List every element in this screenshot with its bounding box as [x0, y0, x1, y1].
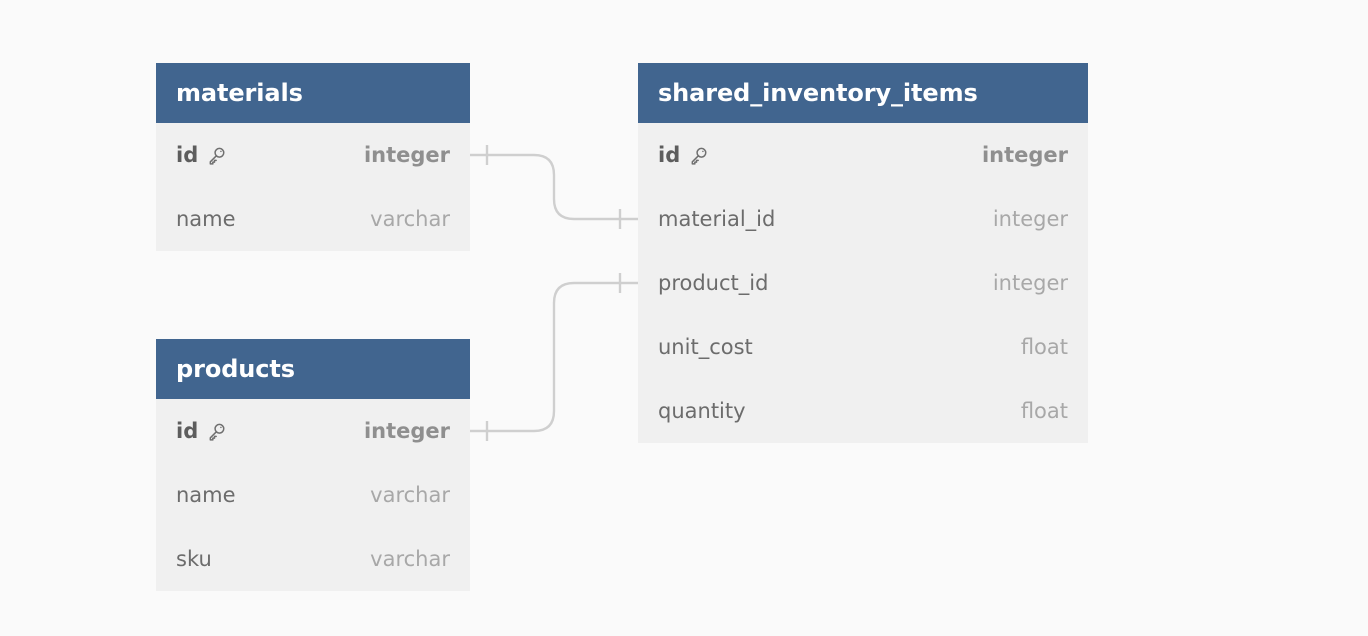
field-type: integer — [363, 419, 450, 443]
entity-products[interactable]: products id integer — [156, 339, 470, 591]
field-row[interactable]: name varchar — [156, 463, 470, 527]
field-type: float — [1020, 335, 1068, 359]
field-type: float — [1020, 399, 1068, 423]
field-row[interactable]: unit_cost float — [638, 315, 1088, 379]
entity-fields-products: id integer name — [156, 399, 470, 591]
field-row[interactable]: product_id integer — [638, 251, 1088, 315]
field-type: integer — [992, 207, 1068, 231]
entity-fields-materials: id integer name — [156, 123, 470, 251]
field-type: integer — [363, 143, 450, 167]
field-name: product_id — [658, 271, 769, 295]
entity-title-products: products — [156, 339, 470, 399]
key-icon — [688, 146, 708, 166]
field-type: varchar — [370, 483, 450, 507]
key-icon — [206, 146, 226, 166]
entity-shared_inventory_items[interactable]: shared_inventory_items id — [638, 63, 1088, 443]
field-type: varchar — [370, 547, 450, 571]
field-row[interactable]: name varchar — [156, 187, 470, 251]
relationship-line-products-shared_inventory_items — [470, 281, 638, 433]
field-name: material_id — [658, 207, 776, 231]
field-name: sku — [176, 547, 212, 571]
field-row[interactable]: id integer — [156, 399, 470, 463]
field-name: unit_cost — [658, 335, 753, 359]
entity-materials[interactable]: materials id integer — [156, 63, 470, 251]
field-row[interactable]: sku varchar — [156, 527, 470, 591]
key-icon — [206, 422, 226, 442]
field-name: id — [658, 143, 681, 167]
field-name: id — [176, 419, 199, 443]
entity-title-materials: materials — [156, 63, 470, 123]
field-name: quantity — [658, 399, 746, 423]
field-name: name — [176, 207, 236, 231]
field-name: name — [176, 483, 236, 507]
field-row[interactable]: id integer — [156, 123, 470, 187]
relationship-line-materials-shared_inventory_items — [470, 153, 638, 221]
field-row[interactable]: material_id integer — [638, 187, 1088, 251]
field-type: varchar — [370, 207, 450, 231]
field-type: integer — [992, 271, 1068, 295]
field-type: integer — [981, 143, 1068, 167]
field-row[interactable]: id integer — [638, 123, 1088, 187]
field-row[interactable]: quantity float — [638, 379, 1088, 443]
entity-fields-shared_inventory_items: id integer material_ — [638, 123, 1088, 443]
field-name: id — [176, 143, 199, 167]
entity-title-shared_inventory_items: shared_inventory_items — [638, 63, 1088, 123]
